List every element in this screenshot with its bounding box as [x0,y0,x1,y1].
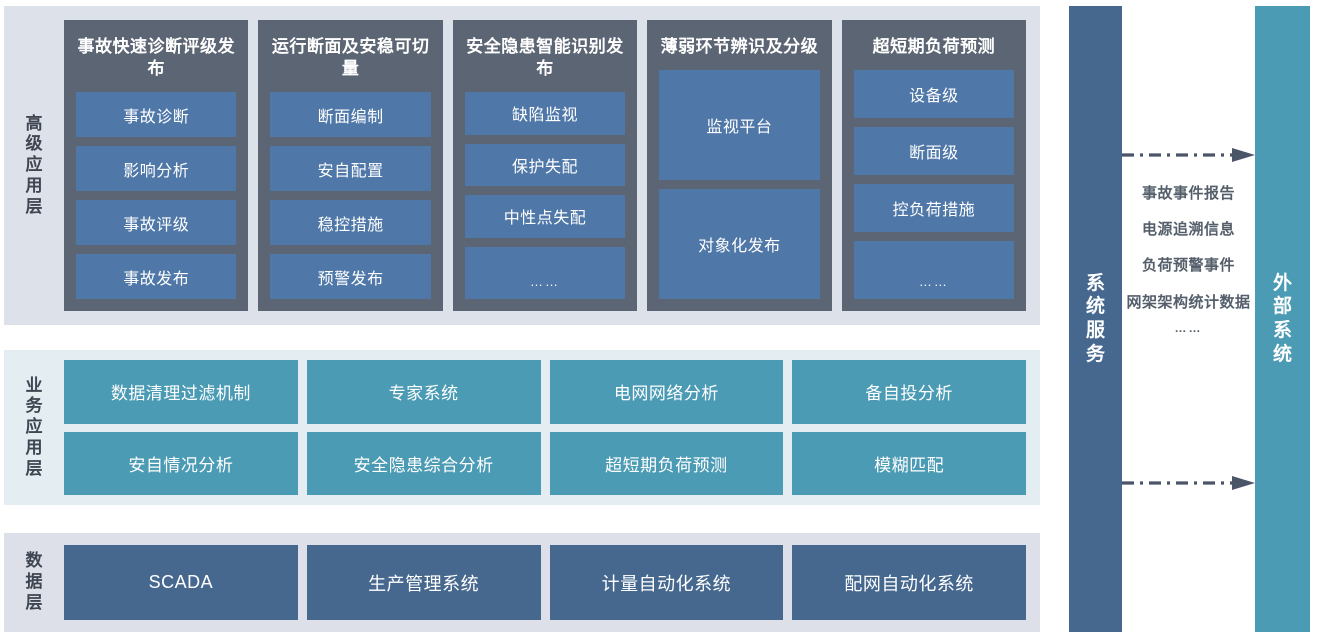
business-application-layer: 业务应用层 数据清理过滤机制 专家系统 电网网络分析 备自投分析 安自情况分析 … [4,350,1040,505]
data-source-item[interactable]: 生产管理系统 [306,545,541,620]
business-item[interactable]: 数据清理过滤机制 [64,360,298,424]
advanced-column-weak-link[interactable]: 薄弱环节辨识及分级 监视平台 对象化发布 [647,20,832,311]
column-title: 事故快速诊断评级发布 [77,37,235,79]
business-layer-rows: 数据清理过滤机制 专家系统 电网网络分析 备自投分析 安自情况分析 安全隐患综合… [64,350,1040,505]
module-item[interactable]: 影响分析 [76,146,237,192]
advanced-column-load-forecast[interactable]: 超短期负荷预测 设备级 断面级 控负荷措施 …… [841,20,1027,311]
flow-arrow-bottom-icon [1122,476,1255,490]
module-item[interactable]: 安自配置 [270,146,431,192]
flow-label: 网架架构统计数据 [1126,293,1251,311]
module-item[interactable]: 控负荷措施 [853,184,1015,233]
external-system-bar[interactable]: 外部系统 [1255,6,1310,632]
module-item[interactable]: 对象化发布 [659,189,820,299]
column-title: 超短期负荷预测 [872,37,996,56]
column-items: 事故诊断 影响分析 事故评级 事故发布 [76,92,237,299]
data-layer-label: 数据层 [25,551,44,612]
business-item[interactable]: 安自情况分析 [64,431,298,495]
business-item[interactable]: 安全隐患综合分析 [306,431,541,495]
column-items: 监视平台 对象化发布 [659,70,820,299]
column-items: 缺陷监视 保护失配 中性点失配 …… [464,92,626,299]
module-item[interactable]: 缺陷监视 [464,92,626,135]
column-items: 断面编制 安自配置 稳控措施 预警发布 [270,92,431,299]
module-item[interactable]: 预警发布 [270,254,431,299]
module-item[interactable]: 设备级 [853,70,1015,119]
module-item[interactable]: 事故诊断 [76,92,237,138]
business-item[interactable]: 备自投分析 [792,360,1026,424]
column-items: 设备级 断面级 控负荷措施 …… [853,70,1015,300]
module-item-ellipsis[interactable]: …… [853,241,1015,300]
data-row: SCADA 生产管理系统 计量自动化系统 配网自动化系统 [64,545,1026,620]
system-service-bar[interactable]: 系统服务 [1069,6,1122,632]
data-source-item[interactable]: SCADA [64,545,298,620]
module-item[interactable]: 事故发布 [76,254,237,299]
advanced-column-safety-hazard[interactable]: 安全隐患智能识别发布 缺陷监视 保护失配 中性点失配 …… [452,20,638,311]
module-item[interactable]: 事故评级 [76,200,237,246]
data-layer-items: SCADA 生产管理系统 计量自动化系统 配网自动化系统 [64,533,1040,632]
advanced-layer-columns: 事故快速诊断评级发布 事故诊断 影响分析 事故评级 事故发布 运行断面及安稳可切… [64,6,1040,325]
business-row: 安自情况分析 安全隐患综合分析 超短期负荷预测 模糊匹配 [64,431,1026,495]
flow-label: 电源追溯信息 [1141,221,1235,239]
module-item[interactable]: 监视平台 [659,70,820,181]
module-item[interactable]: 断面级 [853,127,1015,176]
advanced-application-layer: 高级应用层 事故快速诊断评级发布 事故诊断 影响分析 事故评级 事故发布 运行断… [4,6,1040,325]
flow-label: 事故事件报告 [1141,185,1235,202]
column-title: 薄弱环节辨识及分级 [660,37,819,56]
system-service-label: 系统服务 [1086,272,1108,365]
flow-arrow-top-icon [1122,148,1255,162]
advanced-layer-label: 高级应用层 [25,113,44,216]
external-system-label: 外部系统 [1273,272,1295,365]
flow-label-ellipsis: …… [1174,320,1203,335]
business-item[interactable]: 模糊匹配 [792,431,1026,495]
module-item[interactable]: 断面编制 [270,92,431,138]
advanced-column-operation-section[interactable]: 运行断面及安稳可切量 断面编制 安自配置 稳控措施 预警发布 [258,20,443,311]
data-layer: 数据层 SCADA 生产管理系统 计量自动化系统 配网自动化系统 [4,533,1040,632]
module-item[interactable]: 保护失配 [464,143,626,187]
module-item[interactable]: 中性点失配 [464,195,626,238]
flow-zone: 事故事件报告 电源追溯信息 负荷预警事件 网架架构统计数据 …… [1122,6,1255,632]
data-source-item[interactable]: 配网自动化系统 [792,545,1026,620]
module-item[interactable]: 稳控措施 [270,200,431,246]
module-item-ellipsis[interactable]: …… [464,246,626,299]
business-item[interactable]: 电网网络分析 [549,360,784,424]
advanced-column-accident-diagnosis[interactable]: 事故快速诊断评级发布 事故诊断 影响分析 事故评级 事故发布 [64,20,249,311]
flow-label-list: 事故事件报告 电源追溯信息 负荷预警事件 网架架构统计数据 …… [1122,184,1255,335]
business-item[interactable]: 超短期负荷预测 [549,431,784,495]
flow-label: 负荷预警事件 [1141,257,1235,275]
column-title: 安全隐患智能识别发布 [466,37,624,79]
business-item[interactable]: 专家系统 [306,360,541,424]
data-source-item[interactable]: 计量自动化系统 [549,545,784,620]
column-title: 运行断面及安稳可切量 [271,37,430,79]
business-layer-label: 业务应用层 [25,375,44,478]
business-row: 数据清理过滤机制 专家系统 电网网络分析 备自投分析 [64,360,1026,424]
